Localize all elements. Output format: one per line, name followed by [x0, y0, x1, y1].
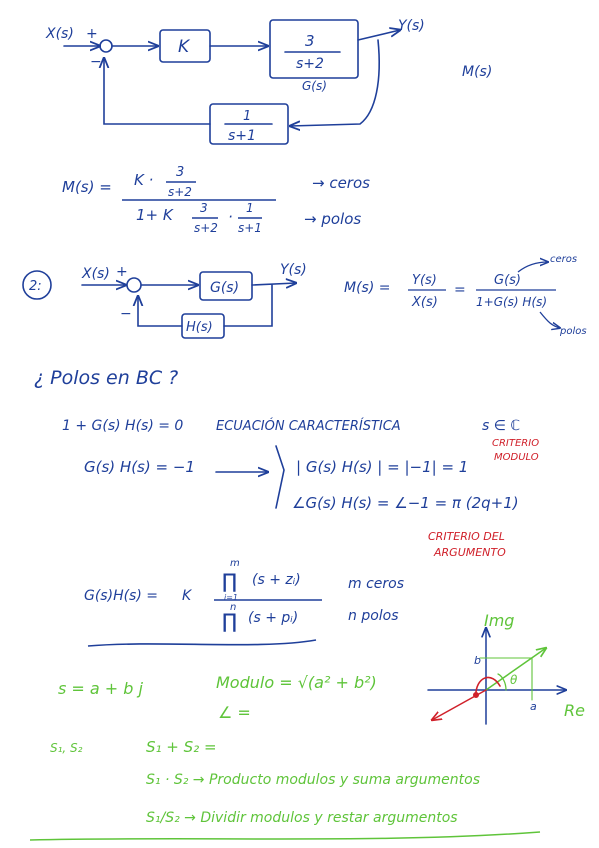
d1-feedback-den: s+1 — [228, 128, 256, 144]
d1-plus: + — [86, 26, 98, 42]
block-diagram-1 — [63, 19, 400, 145]
item-number-circle — [22, 270, 52, 300]
eq1-zeros-note: → ceros — [312, 174, 370, 192]
g-block — [199, 271, 253, 301]
d1-input-label: X(s) — [45, 26, 74, 42]
angle-arc — [497, 673, 507, 691]
eq1-den-n1: 3 — [200, 201, 208, 215]
prod-lhs: G(s)H(s) = — [84, 588, 158, 604]
d2-output: Y(s) — [280, 262, 307, 278]
modulo-eq: | G(s) H(s) | = |−1| = 1 — [296, 458, 468, 476]
d2-yx-den: X(s) — [411, 295, 438, 310]
d2-number: 2: — [29, 279, 42, 294]
eq1-num-n: 3 — [176, 165, 184, 180]
d2-feedback: H(s) — [186, 320, 213, 335]
d1-minus: − — [90, 54, 102, 70]
ops-vars: S₁, S₂ — [50, 741, 83, 755]
crit-modulo-2: MODULO — [494, 452, 539, 463]
ops-sum: S₁ + S₂ = — [146, 738, 217, 756]
d1-m-label: M(s) — [462, 64, 492, 80]
plane-re-label: Re — [564, 701, 585, 720]
block-diagram-2 — [81, 271, 296, 339]
eq1-den-n2: 1 — [246, 201, 254, 215]
crit-modulo-1: CRITERIO — [492, 438, 539, 449]
d2-forward: G(s) — [210, 280, 239, 296]
char-eq: 1 + G(s) H(s) = 0 — [62, 418, 183, 434]
plane-a-label: a — [530, 700, 537, 713]
ops-product: S₁ · S₂ → Producto modulos y suma argume… — [146, 772, 480, 788]
d2-plus: + — [116, 264, 128, 280]
prod-zeros-label: m ceros — [348, 576, 404, 592]
d1-plant-num: 3 — [305, 32, 315, 50]
d2-polos-note: polos — [559, 326, 587, 337]
prod-bottom-limit-n: n — [230, 602, 236, 613]
d2-g-num: G(s) — [494, 273, 521, 288]
eq1-num-d: s+2 — [168, 185, 192, 199]
eq1-den-d1: s+2 — [194, 221, 218, 235]
d2-m-lhs: M(s) = — [344, 280, 390, 296]
feedback-path — [290, 39, 380, 126]
d2-eq: = — [454, 282, 466, 298]
d2-yx-num: Y(s) — [412, 273, 437, 288]
d2-g-den: 1+G(s) H(s) — [476, 295, 547, 309]
d1-plant-name: G(s) — [302, 79, 327, 93]
prod-pi-den: ∏ — [222, 609, 237, 633]
angle-arc-red — [475, 676, 501, 693]
prod-pi-num: ∏ — [222, 569, 237, 593]
d1-output-label: Y(s) — [398, 18, 425, 34]
feedback-return — [104, 58, 211, 125]
section-divider — [87, 639, 317, 647]
prod-den-term: (s + pᵢ) — [248, 610, 298, 626]
bottom-underline — [29, 831, 541, 841]
complex-plane — [427, 628, 566, 725]
crit-arg-2: ARGUMENTO — [433, 546, 506, 559]
gh-eq: G(s) H(s) = −1 — [84, 458, 195, 476]
d2-input: X(s) — [81, 266, 110, 282]
prod-k: K — [182, 588, 193, 604]
argumento-eq: ∠G(s) H(s) = ∠−1 = π (2q+1) — [292, 494, 519, 512]
d1-gain-label: K — [178, 37, 191, 57]
plane-im-label: Img — [484, 611, 514, 630]
eq1-num-k: K · — [134, 171, 153, 189]
eq1-lhs: M(s) = — [62, 178, 112, 196]
summing-junction — [99, 39, 113, 53]
ops-division: S₁/S₂ → Dividir modulos y restar argumen… — [146, 810, 458, 826]
plane-theta-label: θ — [510, 673, 518, 687]
d2-ceros-note: ceros — [550, 254, 577, 265]
eq1-den-a: 1+ K — [136, 206, 174, 224]
char-eq-title: ECUACIÓN CARACTERÍSTICA — [216, 418, 401, 434]
angle-formula: ∠ = — [218, 703, 251, 722]
prod-bottom-idx: i=1 — [224, 593, 238, 602]
prod-top-limit: m — [230, 558, 240, 569]
output-arrow — [357, 30, 400, 41]
plant-block — [269, 19, 359, 79]
d1-plant-den: s+2 — [296, 56, 324, 72]
d2-minus: − — [120, 306, 132, 322]
vector-green — [485, 648, 546, 691]
plane-b-label: b — [474, 654, 481, 667]
prod-poles-label: n polos — [348, 608, 399, 624]
question-text: ¿ Polos en BC ? — [34, 367, 178, 389]
eq1-dot: · — [228, 208, 233, 226]
char-eq-set: s ∈ ℂ — [482, 418, 520, 434]
d1-feedback-num: 1 — [243, 109, 251, 124]
crit-arg-1: CRITERIO DEL — [428, 530, 505, 543]
s-definition: s = a + b j — [58, 679, 144, 698]
summing-junction-2 — [126, 277, 142, 293]
prod-num-term: (s + zᵢ) — [252, 572, 301, 588]
eq1-den-d2: s+1 — [238, 221, 262, 235]
modulo-formula: Modulo = √(a² + b²) — [216, 673, 377, 692]
eq1-poles-note: → polos — [304, 210, 361, 228]
brace — [275, 445, 285, 509]
